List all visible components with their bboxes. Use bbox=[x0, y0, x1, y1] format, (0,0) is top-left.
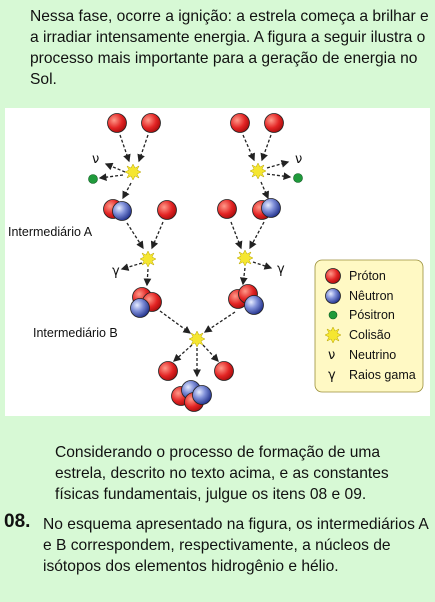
question-number: 08. bbox=[4, 511, 31, 532]
collision-icon bbox=[139, 250, 157, 268]
neutrino-symbol: ν bbox=[295, 152, 302, 167]
neutron bbox=[130, 298, 150, 318]
legend-neutron-icon bbox=[325, 288, 341, 304]
label-intermediate-a: Intermediário A bbox=[8, 225, 93, 239]
question-text: No esquema apresentado na figura, os int… bbox=[43, 516, 428, 575]
neutron bbox=[192, 385, 212, 405]
collision-icon bbox=[236, 249, 254, 267]
label-intermediate-b: Intermediário B bbox=[33, 326, 118, 340]
proton bbox=[107, 113, 127, 133]
legend-collision-label: Colisão bbox=[349, 328, 391, 342]
proton bbox=[141, 113, 161, 133]
legend-neutrino-label: Neutrino bbox=[349, 348, 396, 362]
legend-gamma-icon: γ bbox=[328, 368, 336, 383]
neutrino-symbol: ν bbox=[92, 152, 99, 167]
legend: Próton Nêutron Pósitron Colisão ν Neutri… bbox=[314, 259, 424, 393]
collision-icon bbox=[188, 330, 206, 348]
legend-proton-label: Próton bbox=[349, 269, 386, 283]
legend-positron-icon bbox=[328, 310, 338, 320]
neutron bbox=[261, 198, 281, 218]
positron bbox=[88, 174, 98, 184]
legend-positron-label: Pósitron bbox=[349, 308, 395, 322]
context-paragraph: Considerando o processo de formação de u… bbox=[55, 444, 389, 503]
proton bbox=[214, 361, 234, 381]
proton bbox=[157, 200, 177, 220]
legend-proton-icon bbox=[325, 268, 341, 284]
neutron bbox=[112, 201, 132, 221]
collision-icon bbox=[124, 163, 142, 181]
legend-collision-icon bbox=[324, 326, 342, 344]
intro-paragraph: Nessa fase, ocorre a ignição: a estrela … bbox=[30, 8, 429, 88]
collision-icon bbox=[249, 162, 267, 180]
proton bbox=[264, 113, 284, 133]
neutron bbox=[244, 295, 264, 315]
fusion-diagram: ν ν Intermediário A γ γ bbox=[5, 108, 430, 416]
positron bbox=[293, 173, 303, 183]
legend-neutron-label: Nêutron bbox=[349, 289, 394, 303]
gamma-symbol: γ bbox=[277, 262, 285, 277]
legend-neutrino-icon: ν bbox=[328, 348, 335, 363]
gamma-symbol: γ bbox=[112, 264, 120, 279]
pp-chain-svg: ν ν Intermediário A γ γ bbox=[8, 113, 424, 412]
proton bbox=[158, 361, 178, 381]
proton bbox=[217, 199, 237, 219]
legend-gamma-label: Raios gama bbox=[349, 368, 416, 382]
proton bbox=[230, 113, 250, 133]
